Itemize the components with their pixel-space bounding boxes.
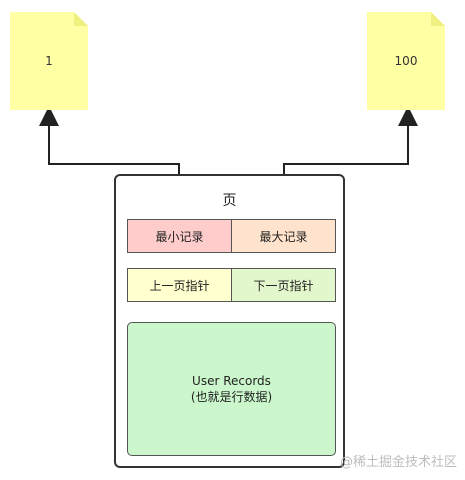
prev-page-pointer-cell: 上一页指针 [128, 269, 231, 301]
document-1: 1 [10, 12, 88, 110]
user-records-subtitle: (也就是行数据) [190, 390, 273, 404]
document-100-label: 100 [394, 54, 418, 68]
document-1-label: 1 [45, 54, 53, 68]
min-record-cell: 最小记录 [128, 220, 231, 252]
user-records-title: User Records [192, 373, 271, 388]
document-shape [367, 12, 445, 110]
next-page-pointer-cell: 下一页指针 [231, 269, 335, 301]
user-records-block: User Records (也就是行数据) [127, 322, 336, 456]
watermark: @稀土掘金技术社区 [339, 455, 457, 470]
page-block: 页 最小记录 最大记录 上一页指针 下一页指针 User Records (也就… [114, 174, 345, 468]
page-title: 页 [222, 193, 237, 209]
min-max-record-row: 最小记录 最大记录 [127, 219, 336, 253]
page-pointer-row: 上一页指针 下一页指针 [127, 268, 336, 302]
max-record-cell: 最大记录 [231, 220, 335, 252]
document-shape [10, 12, 88, 110]
document-100: 100 [367, 12, 445, 110]
